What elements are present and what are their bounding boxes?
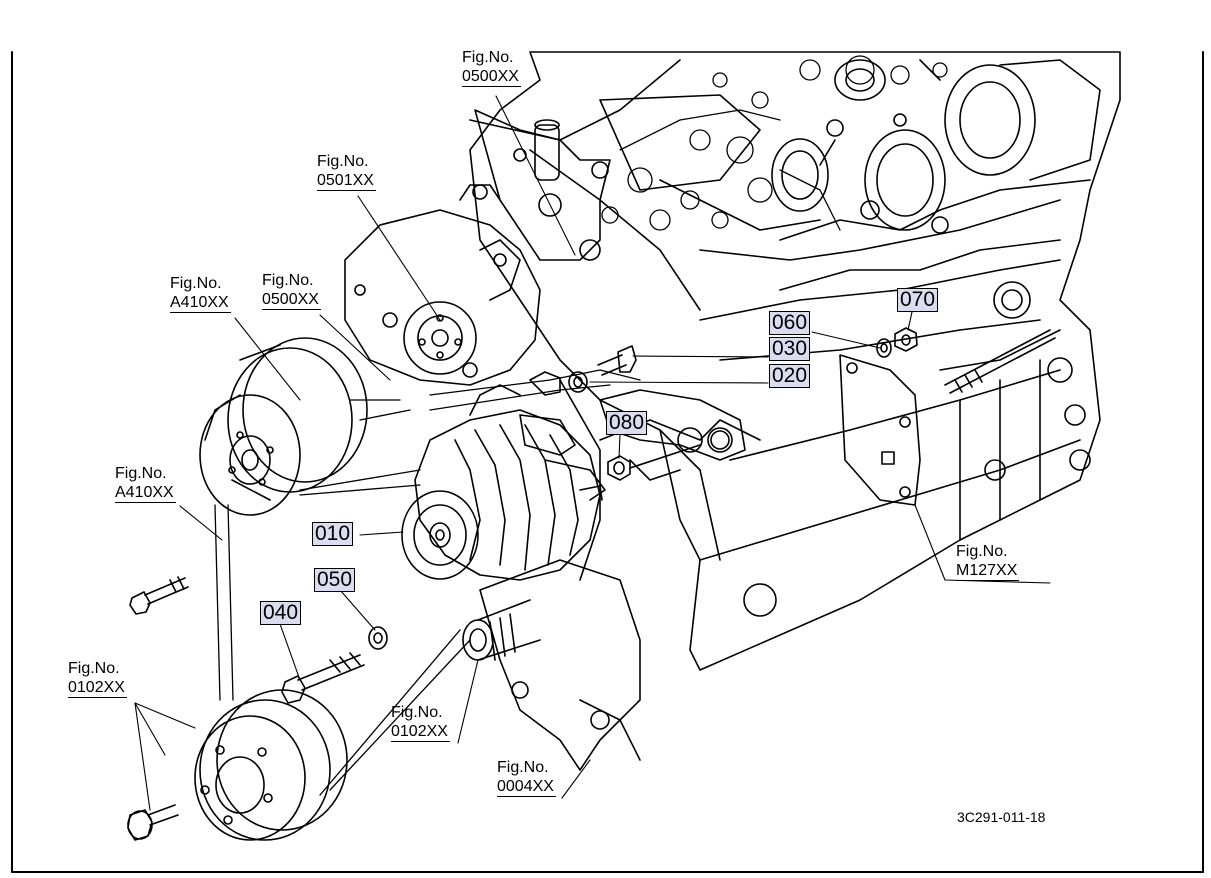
- part-callout-020[interactable]: 020: [769, 364, 811, 388]
- thermostat-housing: [474, 109, 611, 261]
- bolt-left: [129, 576, 189, 615]
- bolt-030: [597, 345, 637, 376]
- fig-ref-a410-lower[interactable]: Fig.No. A410XX: [115, 464, 176, 503]
- stay-plate: [839, 354, 921, 506]
- water-pump: [344, 184, 541, 386]
- fig-caption: Fig.No.: [462, 49, 514, 66]
- fan-pulley: [199, 337, 368, 516]
- fig-number: A410XX: [170, 294, 231, 313]
- stud-right: [944, 329, 1056, 394]
- part-callout-070[interactable]: 070: [897, 288, 939, 312]
- part-callout-080[interactable]: 080: [606, 411, 648, 435]
- fig-caption: Fig.No.: [262, 272, 314, 289]
- fig-number: A410XX: [115, 484, 176, 503]
- fig-ref-0102-left[interactable]: Fig.No. 0102XX: [68, 659, 127, 698]
- washer-050: [368, 626, 388, 650]
- alternator-bracket: [599, 389, 746, 481]
- bolt-040: [281, 652, 365, 704]
- washer-020: [568, 371, 588, 393]
- fig-caption: Fig.No.: [317, 153, 369, 170]
- crankshaft-pulley: [194, 689, 348, 841]
- fig-caption: Fig.No.: [956, 543, 1008, 560]
- fig-caption: Fig.No.: [68, 660, 120, 677]
- fig-ref-0501[interactable]: Fig.No. 0501XX: [317, 152, 376, 191]
- fig-ref-m127[interactable]: Fig.No. M127XX: [956, 542, 1020, 581]
- fig-number: 0501XX: [317, 172, 376, 191]
- leader-lines: [134, 95, 1051, 811]
- fig-number: 0500XX: [462, 68, 521, 87]
- fig-number: M127XX: [956, 562, 1020, 581]
- exhaust-manifold: [771, 59, 1101, 291]
- fig-caption: Fig.No.: [497, 759, 549, 776]
- washer-060: [876, 338, 892, 358]
- engine-block: [469, 51, 1121, 771]
- alternator: [401, 371, 606, 581]
- nut-070: [894, 327, 918, 352]
- pulley-bolt: [127, 804, 179, 841]
- fig-ref-a410-upper[interactable]: Fig.No. A410XX: [170, 274, 231, 313]
- fig-number: 0004XX: [497, 778, 556, 797]
- part-callout-040[interactable]: 040: [260, 601, 302, 625]
- fig-number: 0102XX: [68, 679, 127, 698]
- fig-ref-0500-mid[interactable]: Fig.No. 0500XX: [262, 271, 321, 310]
- part-callout-060[interactable]: 060: [769, 311, 811, 335]
- cylinder-head-detail: [601, 55, 948, 231]
- drawing-code: 3C291-011-18: [957, 809, 1046, 825]
- fig-ref-0500-top[interactable]: Fig.No. 0500XX: [462, 48, 521, 87]
- part-callout-050[interactable]: 050: [314, 568, 356, 592]
- fig-ref-0102-center[interactable]: Fig.No. 0102XX: [391, 703, 450, 742]
- v-belt: [214, 369, 641, 796]
- fig-caption: Fig.No.: [115, 465, 167, 482]
- fig-caption: Fig.No.: [170, 275, 222, 292]
- fig-caption: Fig.No.: [391, 704, 443, 721]
- nut-080: [607, 444, 701, 481]
- drawing-border: [11, 51, 1204, 873]
- fig-number: 0500XX: [262, 291, 321, 310]
- part-callout-030[interactable]: 030: [769, 337, 811, 361]
- part-callout-010[interactable]: 010: [312, 522, 354, 546]
- fig-ref-0004[interactable]: Fig.No. 0004XX: [497, 758, 556, 797]
- fig-number: 0102XX: [391, 723, 450, 742]
- spline-coupling: [462, 599, 541, 661]
